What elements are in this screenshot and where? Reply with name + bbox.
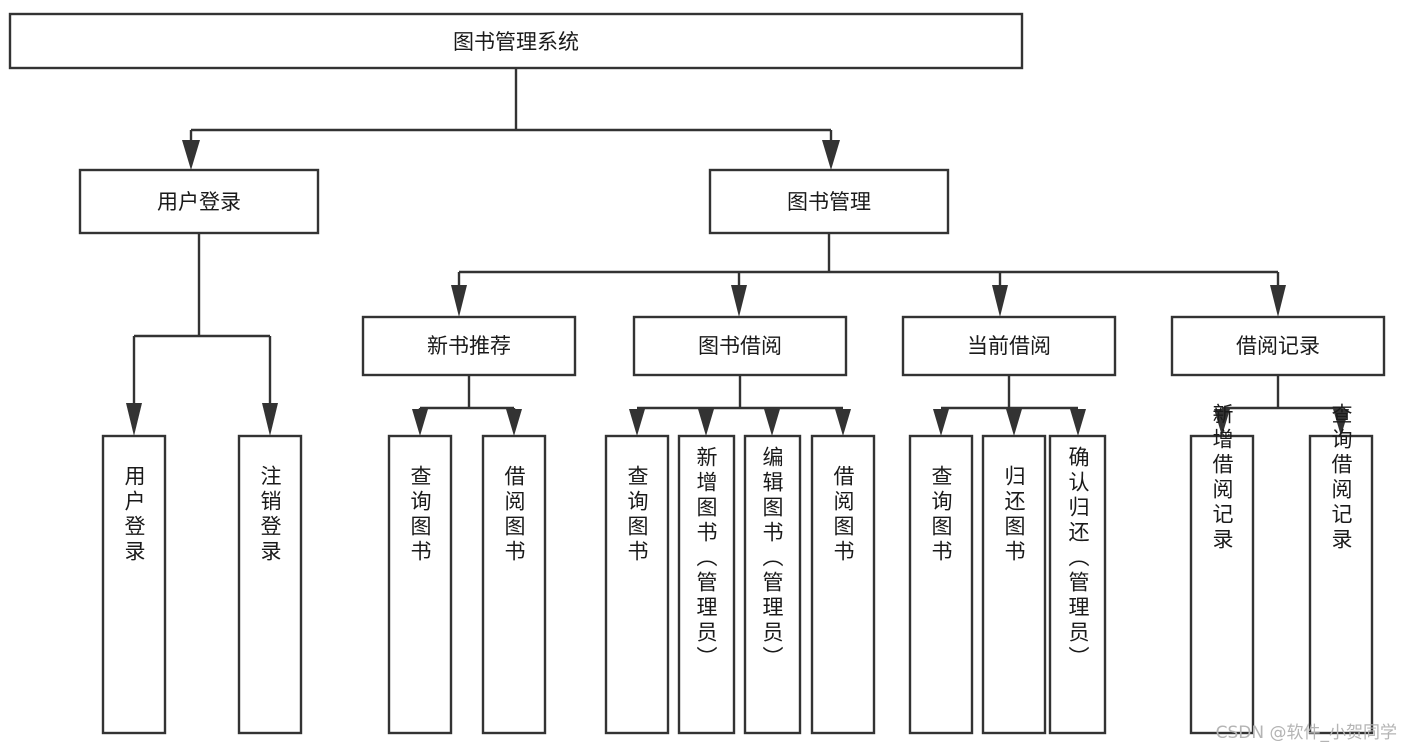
node-book-borrow[interactable]: 图书借阅: [632, 315, 848, 377]
leaf-query-book-recommend-box[interactable]: [387, 434, 453, 735]
connector-group-current-borrow: [933, 375, 1086, 436]
node-new-book-recommend[interactable]: 新书推荐: [361, 315, 577, 377]
connector-group-borrow-record: [1214, 375, 1349, 436]
leaf-query-borrow-record[interactable]: 查询借阅记录: [1308, 403, 1374, 735]
node-new-book-recommend-box[interactable]: [361, 315, 577, 377]
leaf-edit-book-admin-box[interactable]: [743, 434, 802, 735]
leaf-query-book-recommend-label: 查询图书: [408, 465, 432, 565]
node-current-borrow-label: 当前借阅: [967, 334, 1051, 358]
node-book-manage[interactable]: 图书管理: [708, 168, 950, 235]
node-current-borrow[interactable]: 当前借阅: [901, 315, 1117, 377]
arrow-head-leaf-borrow-book: [835, 409, 851, 436]
node-user-login-label: 用户登录: [157, 190, 241, 214]
leaf-confirm-return-admin[interactable]: 确认归还（管理员）: [1048, 434, 1107, 735]
leaf-user-logout-label: 注销登录: [258, 465, 282, 565]
arrow-head-current-borrow: [992, 285, 1008, 317]
arrow-head-leaf-user-logout: [262, 403, 278, 436]
leaf-add-book-admin[interactable]: 新增图书（管理员）: [677, 434, 736, 735]
node-root-box[interactable]: [8, 12, 1024, 70]
arrow-head-user-login: [182, 140, 200, 170]
leaf-query-book-recommend[interactable]: 查询图书: [387, 434, 453, 735]
arrow-head-leaf-user-login: [126, 403, 142, 436]
connector-group-root: [182, 68, 840, 170]
arrow-head-leaf-query-borrow-record: [1333, 409, 1349, 436]
leaf-query-book-borrow-box[interactable]: [604, 434, 670, 735]
connector-group-book-manage: [451, 233, 1286, 317]
arrow-head-leaf-add-book-admin: [698, 409, 714, 436]
leaf-return-book-label: 归还图书: [1002, 465, 1026, 565]
leaf-query-book-current-label: 查询图书: [929, 465, 953, 565]
leaf-borrow-book-recommend[interactable]: 借阅图书: [481, 434, 547, 735]
node-borrow-record[interactable]: 借阅记录: [1170, 315, 1386, 377]
arrow-head-leaf-edit-book-admin: [764, 409, 780, 436]
node-book-manage-label: 图书管理: [787, 190, 871, 214]
leaf-borrow-book-box[interactable]: [810, 434, 876, 735]
leaf-user-login-label: 用户登录: [122, 465, 146, 565]
leaf-borrow-book-recommend-box[interactable]: [481, 434, 547, 735]
arrow-head-book-borrow: [731, 285, 747, 317]
leaf-edit-book-admin-label: 编辑图书（管理员）: [760, 446, 784, 671]
node-borrow-record-box[interactable]: [1170, 315, 1386, 377]
node-borrow-record-label: 借阅记录: [1236, 334, 1320, 358]
leaf-add-borrow-record-box[interactable]: [1189, 434, 1255, 735]
node-user-login[interactable]: 用户登录: [78, 168, 320, 235]
node-root-label: 图书管理系统: [453, 30, 579, 54]
leaf-edit-book-admin[interactable]: 编辑图书（管理员）: [743, 434, 802, 735]
node-book-borrow-label: 图书借阅: [698, 334, 782, 358]
leaf-query-borrow-record-box[interactable]: [1308, 434, 1374, 735]
leaf-user-login-box[interactable]: [101, 434, 167, 735]
leaf-query-book-current[interactable]: 查询图书: [908, 434, 974, 735]
leaf-user-logout-box[interactable]: [237, 434, 303, 735]
leaf-add-book-admin-label: 新增图书（管理员）: [694, 446, 718, 671]
node-book-manage-box[interactable]: [708, 168, 950, 235]
connector-group-new-book-recommend: [412, 375, 522, 436]
leaf-query-borrow-record-label: 查询借阅记录: [1329, 403, 1353, 553]
arrow-head-leaf-query-book-recommend: [412, 409, 428, 436]
node-user-login-box[interactable]: [78, 168, 320, 235]
leaf-confirm-return-admin-box[interactable]: [1048, 434, 1107, 735]
leaf-return-book[interactable]: 归还图书: [981, 434, 1047, 735]
connector-group-book-borrow: [629, 375, 851, 436]
leaf-add-borrow-record[interactable]: 新增借阅记录: [1189, 403, 1255, 735]
arrow-head-leaf-query-book-borrow: [629, 409, 645, 436]
arrow-head-leaf-add-borrow-record: [1214, 409, 1230, 436]
node-current-borrow-box[interactable]: [901, 315, 1117, 377]
arrow-head-book-manage: [822, 140, 840, 170]
leaf-borrow-book[interactable]: 借阅图书: [810, 434, 876, 735]
arrow-head-leaf-confirm-return-admin: [1070, 409, 1086, 436]
leaf-borrow-book-recommend-label: 借阅图书: [502, 465, 526, 565]
node-new-book-recommend-label: 新书推荐: [427, 334, 511, 358]
node-root[interactable]: 图书管理系统: [8, 12, 1024, 70]
leaf-user-login[interactable]: 用户登录: [101, 434, 167, 735]
leaf-return-book-box[interactable]: [981, 434, 1047, 735]
leaf-add-borrow-record-label: 新增借阅记录: [1210, 403, 1234, 553]
leaf-query-book-borrow-label: 查询图书: [625, 465, 649, 565]
leaf-query-book-borrow[interactable]: 查询图书: [604, 434, 670, 735]
connector-group-user-login: [126, 233, 278, 436]
leaf-query-book-current-box[interactable]: [908, 434, 974, 735]
node-book-borrow-box[interactable]: [632, 315, 848, 377]
arrow-head-leaf-query-book-current: [933, 409, 949, 436]
leaf-user-logout[interactable]: 注销登录: [237, 434, 303, 735]
arrow-head-borrow-record: [1270, 285, 1286, 317]
leaf-borrow-book-label: 借阅图书: [831, 465, 855, 565]
arrow-head-leaf-return-book: [1006, 409, 1022, 436]
arrow-head-new-book-recommend: [451, 285, 467, 317]
leaf-confirm-return-admin-label: 确认归还（管理员）: [1066, 446, 1090, 671]
leaf-add-book-admin-box[interactable]: [677, 434, 736, 735]
arrow-head-leaf-borrow-book-recommend: [506, 409, 522, 436]
